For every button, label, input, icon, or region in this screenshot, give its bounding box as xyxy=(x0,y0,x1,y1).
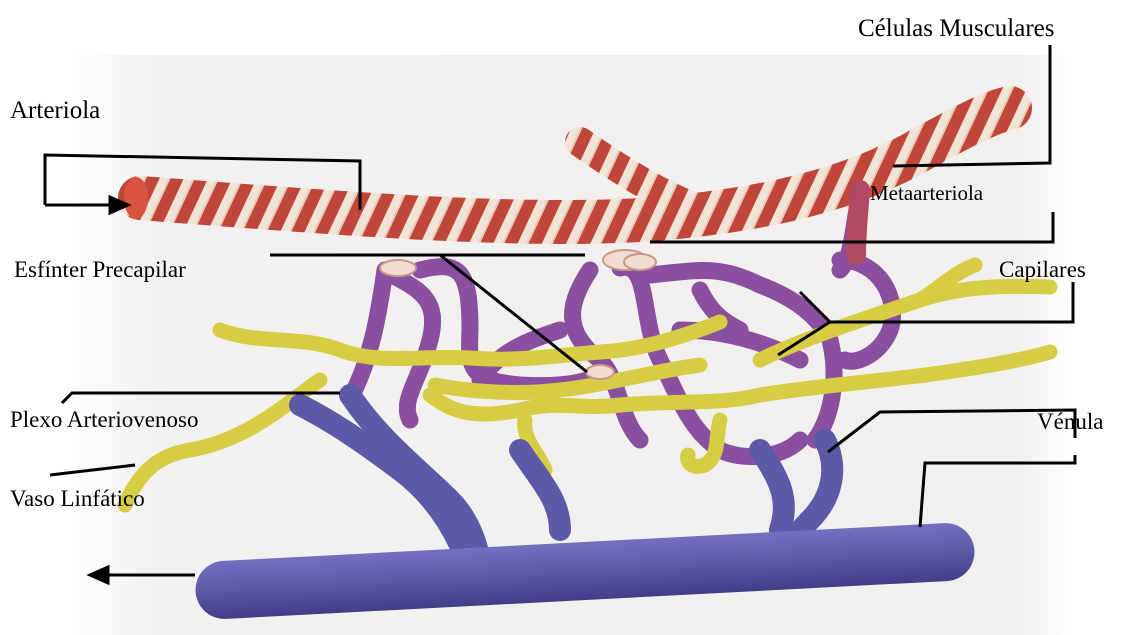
label-vaso-linfatico: Vaso Linfático xyxy=(10,487,145,510)
label-esfinter-precapilar: Esfínter Precapilar xyxy=(14,258,186,281)
label-celulas-musculares: Células Musculares xyxy=(858,16,1054,41)
arteriole-opening xyxy=(124,177,148,219)
label-metaarteriola: Metaarteriola xyxy=(870,183,983,204)
metaarteriole-descending xyxy=(856,190,860,255)
label-arteriola: Arteriola xyxy=(10,98,100,123)
label-capilares: Capilares xyxy=(999,258,1086,281)
label-plexo-arteriovenoso: Plexo Arteriovenoso xyxy=(10,408,198,431)
label-venula: Vénula xyxy=(1037,410,1103,433)
